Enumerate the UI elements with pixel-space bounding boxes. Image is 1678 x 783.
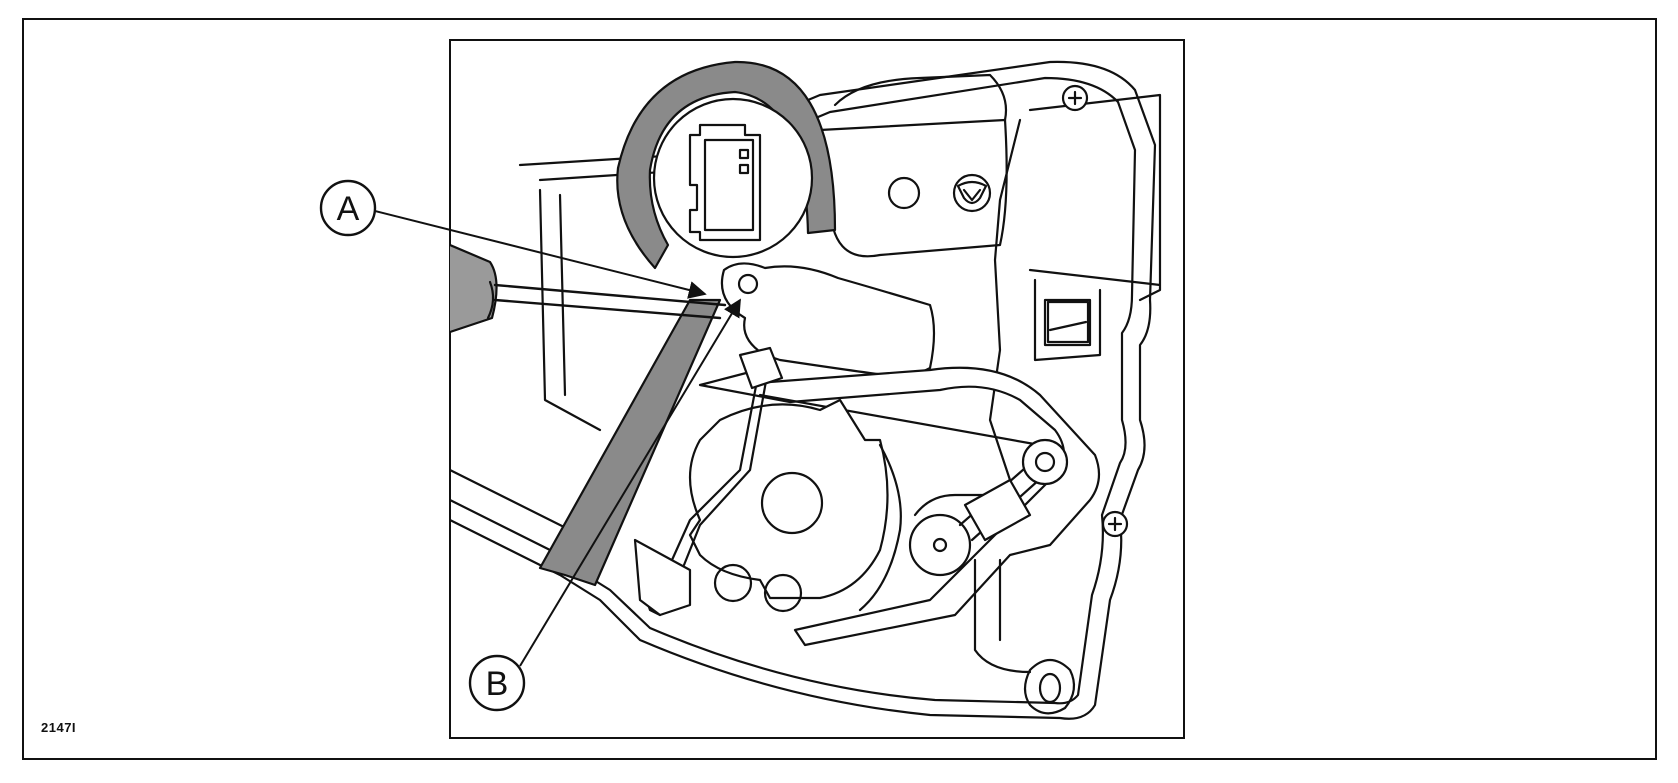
connector-icon [688, 123, 762, 242]
rod-clip [963, 478, 1032, 542]
callout-a-label: A [337, 190, 360, 228]
boss-hole [887, 176, 921, 210]
screw-icon [1101, 510, 1129, 538]
linkage-wire [670, 363, 770, 567]
pivot-wheel [908, 513, 972, 577]
screw-icon [1061, 84, 1089, 112]
bottom-boss [1023, 658, 1076, 715]
lever [720, 262, 936, 380]
callout-b-label: B [486, 665, 509, 703]
screwdriver-icon [450, 243, 727, 334]
housing-inner-outline [538, 76, 1137, 705]
connector-housing [652, 97, 814, 259]
figure-id-label: 2147I [41, 720, 77, 735]
arrow-icon [366, 208, 707, 299]
lever-hole [737, 273, 759, 295]
cam-disk [688, 398, 889, 600]
mechanism-plate [698, 366, 1101, 647]
arrow-icon [519, 298, 741, 667]
cam-center [760, 471, 824, 535]
left-rail [450, 188, 602, 572]
figure-frame [22, 18, 1657, 760]
right-panel [988, 93, 1162, 482]
gray-blade [538, 298, 722, 587]
callout-a [319, 179, 377, 237]
linkage-clip-upper [738, 346, 784, 390]
housing-outline [450, 60, 1157, 720]
logo-icon [952, 173, 992, 213]
callout-b [468, 654, 526, 712]
